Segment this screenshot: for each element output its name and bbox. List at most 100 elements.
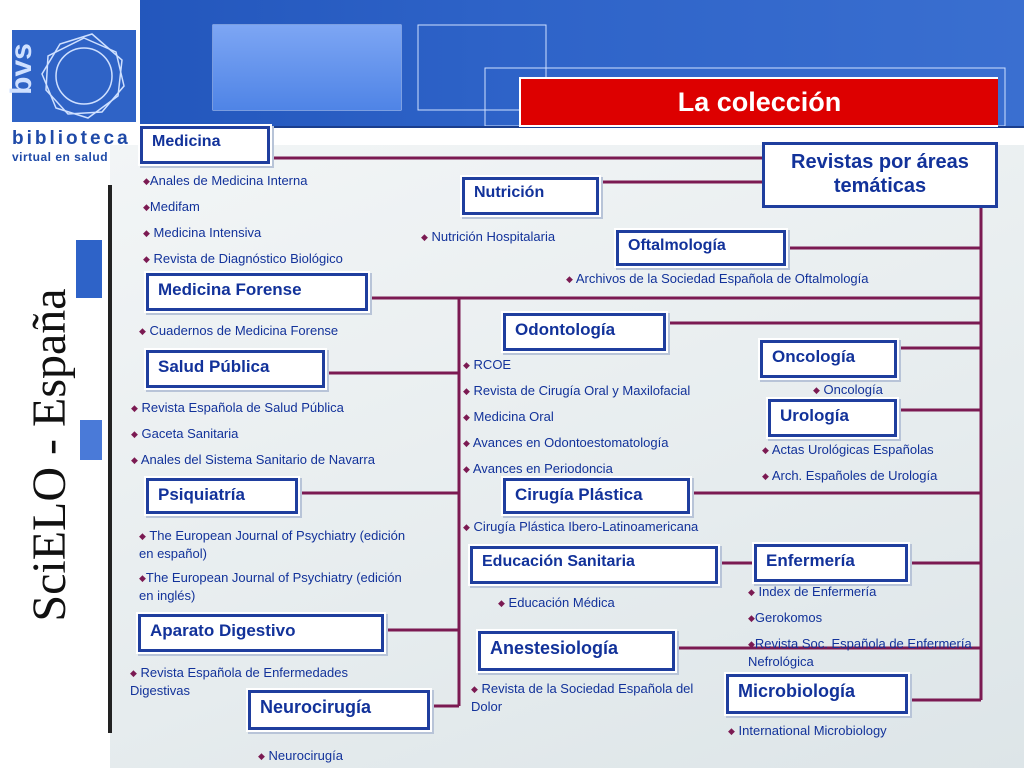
journals-urologia: ◆ Actas Urológicas Españolas ◆ Arch. Esp…	[762, 437, 937, 489]
area-label: Microbiología	[738, 681, 855, 701]
bullet-icon: ◆	[463, 412, 470, 422]
area-anestesiologia[interactable]: Anestesiología	[478, 631, 675, 671]
bullet-icon: ◆	[498, 598, 505, 608]
list-item[interactable]: ◆ Oncología	[813, 382, 883, 397]
journals-aparato-digestivo: ◆ Revista Española de Enfermedades Diges…	[130, 664, 410, 706]
bullet-icon: ◆	[463, 464, 470, 474]
vertical-divider	[108, 185, 112, 733]
journals-oncologia: ◆ Oncología	[813, 377, 883, 403]
area-enfermeria[interactable]: Enfermería	[754, 544, 908, 582]
area-label: Medicina	[152, 133, 221, 150]
logo-line2: virtual en salud	[12, 150, 109, 164]
area-label: Enfermería	[766, 551, 855, 570]
bullet-icon: ◆	[748, 587, 755, 597]
bullet-icon: ◆	[131, 403, 138, 413]
list-item[interactable]: ◆Medifam	[143, 199, 200, 214]
list-item[interactable]: ◆ Revista de Diagnóstico Biológico	[143, 251, 343, 266]
bullet-icon: ◆	[143, 176, 150, 186]
list-item[interactable]: ◆ Actas Urológicas Españolas	[762, 442, 934, 457]
area-label: Cirugía Plástica	[515, 485, 643, 504]
list-item[interactable]: ◆ Avances en Odontoestomatología	[463, 435, 669, 450]
logo-line1: biblioteca	[12, 128, 131, 149]
list-item[interactable]: ◆The European Journal of Psychiatry (edi…	[139, 570, 402, 603]
area-label: Oftalmología	[628, 237, 726, 254]
journals-nutricion: ◆ Nutrición Hospitalaria	[421, 224, 555, 250]
bullet-icon: ◆	[131, 455, 138, 465]
bullet-icon: ◆	[258, 751, 265, 761]
list-item[interactable]: ◆ Nutrición Hospitalaria	[421, 229, 556, 244]
list-item[interactable]: ◆ Cuadernos de Medicina Forense	[139, 323, 339, 338]
bullet-icon: ◆	[421, 232, 428, 242]
journals-cirugia-plastica: ◆ Cirugía Plástica Ibero-Latinoamericana	[463, 514, 698, 540]
list-item[interactable]: ◆ Gaceta Sanitaria	[131, 426, 239, 441]
bullet-icon: ◆	[463, 386, 470, 396]
area-medicina-forense[interactable]: Medicina Forense	[146, 273, 368, 311]
list-item[interactable]: ◆ Archivos de la Sociedad Española de Of…	[566, 271, 869, 286]
journals-medicina-forense: ◆ Cuadernos de Medicina Forense	[139, 318, 338, 344]
accent-block-small	[80, 420, 102, 460]
list-item[interactable]: ◆ Revista de Cirugía Oral y Maxilofacial	[463, 383, 691, 398]
list-item[interactable]: ◆ Arch. Españoles de Urología	[762, 468, 938, 483]
root-box: Revistas por áreas temáticas	[762, 142, 998, 208]
area-aparato-digestivo[interactable]: Aparato Digestivo	[138, 614, 384, 652]
journals-educacion-sanitaria: ◆ Educación Médica	[498, 590, 615, 616]
journals-salud-publica: ◆ Revista Española de Salud Pública ◆ Ga…	[131, 395, 375, 473]
list-item[interactable]: ◆ International Microbiology	[728, 723, 887, 738]
bullet-icon: ◆	[748, 613, 755, 623]
bullet-icon: ◆	[463, 360, 470, 370]
list-item[interactable]: ◆ RCOE	[463, 357, 512, 372]
bullet-icon: ◆	[143, 202, 150, 212]
list-item[interactable]: ◆ Revista Española de Salud Pública	[131, 400, 344, 415]
title-banner: La colección	[519, 77, 998, 127]
list-item[interactable]: ◆ Revista de la Sociedad Española del Do…	[471, 681, 694, 714]
page-title: La colección	[677, 87, 842, 117]
journals-oftalmologia: ◆ Archivos de la Sociedad Española de Of…	[566, 266, 869, 292]
list-item[interactable]: ◆ Medicina Intensiva	[143, 225, 262, 240]
list-item[interactable]: ◆Revista Soc. Española de Enfermería Nef…	[748, 636, 972, 669]
list-item[interactable]: ◆ Anales del Sistema Sanitario de Navarr…	[131, 452, 375, 467]
area-educacion-sanitaria[interactable]: Educación Sanitaria	[470, 546, 718, 584]
list-item[interactable]: ◆ Revista Española de Enfermedades Diges…	[130, 665, 348, 698]
area-label: Psiquiatría	[158, 485, 245, 504]
list-item[interactable]: ◆ Neurocirugía	[258, 748, 343, 763]
list-item[interactable]: ◆Anales de Medicina Interna	[143, 173, 308, 188]
area-urologia[interactable]: Urología	[768, 399, 897, 437]
area-oncologia[interactable]: Oncología	[760, 340, 897, 378]
area-psiquiatria[interactable]: Psiquiatría	[146, 478, 298, 514]
list-item[interactable]: ◆ The European Journal of Psychiatry (ed…	[139, 528, 406, 561]
root-label: Revistas por áreas temáticas	[791, 151, 969, 197]
area-neurocirugia[interactable]: Neurocirugía	[248, 690, 430, 730]
area-label: Medicina Forense	[158, 280, 302, 299]
list-item[interactable]: ◆ Index de Enfermería	[748, 584, 877, 599]
area-label: Oncología	[772, 347, 856, 366]
area-salud-publica[interactable]: Salud Pública	[146, 350, 325, 388]
list-item[interactable]: ◆ Medicina Oral	[463, 409, 554, 424]
bullet-icon: ◆	[130, 668, 137, 678]
bvs-logo-icon	[41, 33, 125, 119]
journals-medicina: ◆Anales de Medicina Interna ◆Medifam ◆ M…	[143, 168, 343, 272]
list-item[interactable]: ◆ Educación Médica	[498, 595, 615, 610]
bullet-icon: ◆	[463, 522, 470, 532]
area-cirugia-plastica[interactable]: Cirugía Plástica	[503, 478, 690, 514]
area-label: Anestesiología	[490, 638, 619, 658]
bullet-icon: ◆	[131, 429, 138, 439]
area-oftalmologia[interactable]: Oftalmología	[616, 230, 786, 266]
journals-psiquiatria: ◆ The European Journal of Psychiatry (ed…	[139, 527, 419, 611]
bullet-icon: ◆	[748, 639, 755, 649]
header-banner	[0, 0, 1024, 128]
area-label: Salud Pública	[158, 357, 270, 376]
list-item[interactable]: ◆Gerokomos	[748, 610, 823, 625]
area-label: Odontología	[515, 320, 616, 339]
area-nutricion[interactable]: Nutrición	[462, 177, 599, 215]
journals-odontologia: ◆ RCOE ◆ Revista de Cirugía Oral y Maxil…	[463, 352, 690, 482]
bullet-icon: ◆	[566, 274, 573, 284]
bullet-icon: ◆	[471, 684, 478, 694]
area-odontologia[interactable]: Odontología	[503, 313, 666, 351]
bullet-icon: ◆	[143, 228, 150, 238]
area-medicina[interactable]: Medicina	[140, 126, 270, 164]
logo-square	[12, 30, 136, 122]
bullet-icon: ◆	[762, 471, 769, 481]
area-microbiologia[interactable]: Microbiología	[726, 674, 908, 714]
list-item[interactable]: ◆ Avances en Periodoncia	[463, 461, 613, 476]
list-item[interactable]: ◆ Cirugía Plástica Ibero-Latinoamericana	[463, 519, 699, 534]
